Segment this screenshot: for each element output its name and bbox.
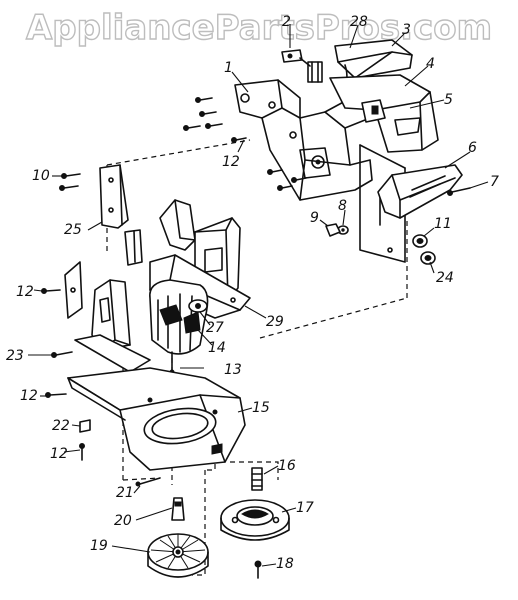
callout-12-bottom: 12 — [50, 446, 68, 462]
callout-22: 22 — [52, 418, 70, 434]
callout-8: 8 — [338, 198, 347, 214]
switch-bracket-part — [281, 39, 413, 93]
callout-20: 20 — [114, 513, 132, 529]
callout-17: 17 — [296, 500, 314, 516]
callout-12-left: 12 — [16, 284, 34, 300]
blade-hub-part — [220, 499, 290, 541]
callout-18: 18 — [276, 556, 294, 572]
callout-24: 24 — [436, 270, 454, 286]
left-side-frame-part — [64, 261, 151, 373]
callout-12-lower: 12 — [20, 388, 38, 404]
motor-part — [149, 279, 209, 375]
callout-15: 15 — [252, 400, 270, 416]
callout-19: 19 — [90, 538, 108, 554]
callout-13: 13 — [224, 362, 242, 378]
callout-6: 6 — [468, 140, 477, 156]
callout-23: 23 — [6, 348, 24, 364]
callout-2: 2 — [282, 14, 291, 30]
callout-21: 21 — [116, 485, 134, 501]
callout-1: 1 — [224, 60, 233, 76]
callout-11: 11 — [434, 216, 452, 232]
callout-12-upper: 12 — [222, 154, 240, 170]
callout-7: 7 — [490, 174, 499, 190]
leader-lines — [28, 24, 489, 567]
callout-labels: 1 2 28 3 4 5 6 7 8 9 10 11 12 12 12 12 1… — [6, 14, 499, 572]
angled-cover-part — [377, 164, 463, 219]
callout-28: 28 — [350, 14, 368, 30]
rear-panel-part — [99, 164, 143, 266]
fasteners — [41, 97, 471, 579]
base-housing-part — [67, 367, 246, 471]
callout-16: 16 — [278, 458, 296, 474]
callout-3: 3 — [402, 22, 411, 38]
callout-27: 27 — [206, 320, 224, 336]
fan-impeller-part — [147, 533, 209, 578]
callout-5: 5 — [444, 92, 453, 108]
callout-25: 25 — [64, 222, 82, 238]
callout-10: 10 — [32, 168, 50, 184]
callout-9: 9 — [310, 210, 319, 226]
shaft-parts — [171, 467, 263, 521]
callout-4: 4 — [426, 56, 435, 72]
callout-14: 14 — [208, 340, 226, 356]
callout-29: 29 — [266, 314, 284, 330]
